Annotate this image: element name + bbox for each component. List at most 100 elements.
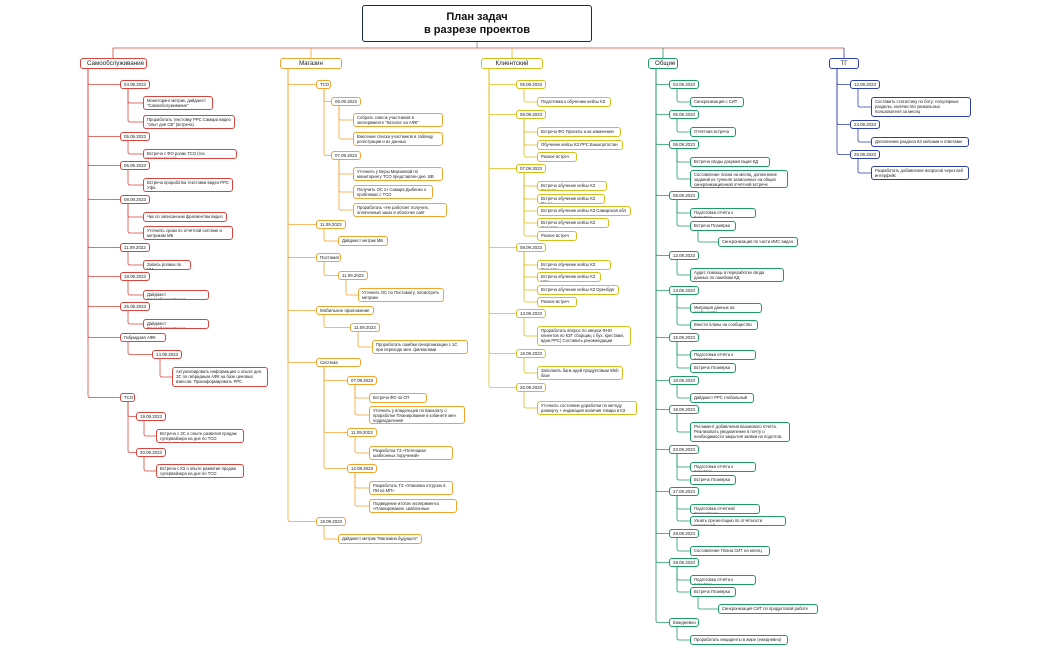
task-node[interactable]: Подготовка отчёта к планёрке	[690, 350, 756, 360]
group-node[interactable]: ТСО	[316, 80, 331, 89]
date-node[interactable]: 07.09.2023	[347, 376, 377, 385]
task-node[interactable]: Встреча своды документация КД	[690, 157, 770, 167]
date-node[interactable]: 15.09.2023	[669, 333, 699, 342]
task-node[interactable]: Синхронизация СИТ по продуктовой работе	[718, 604, 818, 614]
task-node[interactable]: Получить ОС от Самара Дыбенко о проблема…	[353, 185, 433, 199]
date-node[interactable]: 05.09.2023	[669, 110, 699, 119]
task-node[interactable]: Подготовка отчёта к планёрке	[690, 575, 756, 585]
date-node[interactable]: 12.09.2023	[347, 464, 377, 473]
task-node[interactable]: Уточнить у Веры Мирзоевой по мониторингу…	[353, 167, 443, 181]
date-node[interactable]: 18.09.2023	[316, 517, 346, 526]
date-node[interactable]: 25.09.2023	[120, 302, 150, 311]
task-node[interactable]: Составление плана на месяц, дополнение з…	[690, 170, 788, 188]
date-node[interactable]: 08.09.2023	[120, 195, 150, 204]
task-node[interactable]: Дайджест метрик "Магазина будущего"	[338, 534, 422, 544]
task-node[interactable]: Синхронизация с СИТ	[690, 97, 744, 107]
task-node[interactable]: Встреча ФО Проекты и их изменения	[537, 127, 621, 137]
date-node[interactable]: 20.09.2023	[516, 383, 546, 392]
task-node[interactable]: Подготовка отчёта к планёрке	[690, 462, 756, 472]
date-node[interactable]: 18.09.2023	[516, 349, 546, 358]
task-node[interactable]: Аудит, помощь в переработке свода данных…	[690, 268, 784, 282]
branch-magazin-budushchego[interactable]: Магазин будущего	[280, 58, 342, 69]
task-node[interactable]: Встреча ФО по СП	[369, 393, 427, 403]
group-node[interactable]: Гибридная АФК КСС	[120, 333, 166, 342]
task-node[interactable]: Мониторинг метрик, дайджест "Самообслужи…	[143, 96, 213, 110]
task-node[interactable]: Заполнить банк идей продуктовым Web базе	[537, 366, 623, 380]
task-node[interactable]: Встреча с ФО ролик ТСО (тех рекомендации…	[143, 149, 237, 159]
date-node[interactable]: 11.09.2023	[338, 271, 368, 280]
task-node[interactable]: Встреча обучение кейсы КЗ Тольятти	[537, 260, 611, 270]
task-node[interactable]: Уточнить у владельцев по Бакалату о прор…	[369, 406, 465, 424]
task-node[interactable]: Внесение списка участников в таблицу рег…	[353, 132, 443, 146]
task-node[interactable]: Запись ролика по УМ	[143, 260, 191, 270]
task-node[interactable]: Чек по записанным фрагментам видео	[143, 212, 227, 222]
task-node[interactable]: Дайджест метрик МБ	[338, 236, 388, 246]
task-node[interactable]: Составление Плана СИТ на месяц	[690, 546, 770, 556]
task-node[interactable]: Разное встреч	[537, 297, 577, 307]
root-node[interactable]: План задач в разрезе проектов	[362, 5, 592, 42]
task-node[interactable]: Встреча обучение кейсы КЗ Саратов	[537, 218, 609, 228]
task-node[interactable]: Миграция данных на сообщество	[690, 303, 762, 313]
task-node[interactable]: Дайджест Самообслуживания	[143, 319, 209, 329]
date-node[interactable]: 11.09.2023	[350, 323, 380, 332]
date-node[interactable]: 26.09.2023	[850, 150, 880, 159]
task-node[interactable]: Проработать инциденты в жире (ежедневно)	[690, 635, 788, 645]
task-node[interactable]: Узнать презентацию по отчётности карманн…	[690, 516, 786, 526]
date-node[interactable]: 05.09.2023	[120, 132, 150, 141]
task-node[interactable]: Проработать вопрос по оверси ФНО клиенто…	[537, 326, 631, 346]
date-node[interactable]: 06.09.2023	[669, 140, 699, 149]
task-node[interactable]: Синхронизация по части ИИС видео	[718, 237, 798, 247]
branch-klientskiy-zakaz[interactable]: Клиентский заказ	[481, 58, 543, 69]
task-node[interactable]: Встреча обучение кейсы КЗ Оренбург	[537, 285, 619, 295]
task-node[interactable]: Дайджест Самообслуживания	[143, 290, 209, 300]
date-node[interactable]: 06.09.2023	[516, 110, 546, 119]
date-node[interactable]: 22.09.2023	[669, 445, 699, 454]
task-node[interactable]: Встреча Планёрка	[690, 221, 736, 231]
task-node[interactable]: Актуализировать информацию о опыте дня. …	[172, 367, 268, 387]
task-node[interactable]: Отчётная встреча	[690, 127, 736, 137]
task-node[interactable]: Подведение итогов эксперимента «Планиров…	[369, 499, 457, 513]
task-node[interactable]: Встреча проработка текстовки видео РРС У…	[143, 178, 233, 192]
date-node[interactable]: 05.09.2023	[516, 80, 546, 89]
task-node[interactable]: Встреча обучение кейсы КЗ Самара	[537, 181, 607, 191]
date-node[interactable]: 07.09.2023	[331, 151, 361, 160]
task-node[interactable]: Разработка ТЗ «Потенциал шаблонных поруч…	[369, 446, 453, 460]
date-node[interactable]: 04.09.2023	[669, 80, 699, 89]
date-node[interactable]: 28.09.2023	[669, 529, 699, 538]
task-node[interactable]: Встреча обучение кейсы КЗ Самарская обл	[537, 206, 631, 216]
date-node[interactable]: 06.09.2023	[120, 161, 150, 170]
task-node[interactable]: Разработать добавление вопросов через ве…	[871, 166, 969, 180]
date-node[interactable]: 12.09.2023	[850, 80, 880, 89]
date-node[interactable]: 05.09.2023	[331, 97, 361, 106]
group-node[interactable]: Система поручений	[316, 358, 361, 367]
task-node[interactable]: Дополнение раздела КЗ кейсами и ответами	[871, 137, 969, 147]
task-node[interactable]: Подготовка отчётной презентации	[690, 504, 760, 514]
task-node[interactable]: Составить статистику по боту: популярные…	[871, 97, 971, 117]
task-node[interactable]: Проработать ошибки синхронизации с 1С пр…	[372, 340, 468, 354]
task-node[interactable]: Разное встреч	[537, 152, 577, 162]
group-node[interactable]: ТСО	[120, 393, 135, 402]
date-node[interactable]: 11.09.2023	[120, 243, 150, 252]
branch-tg-bot[interactable]: ТГ Бот	[829, 58, 859, 69]
date-node[interactable]: 18.09.2023	[120, 272, 150, 281]
task-node[interactable]: Внести планы на сообщество	[690, 320, 758, 330]
date-node[interactable]: 19.09.2023	[136, 412, 166, 421]
date-node[interactable]: 13.09.2023	[669, 286, 699, 295]
date-node[interactable]: 24.09.2023	[850, 120, 880, 129]
date-node[interactable]: 14.09.2023	[152, 350, 182, 359]
date-node[interactable]: 12.09.2023	[669, 251, 699, 260]
date-node[interactable]: 29.09.2023	[669, 558, 699, 567]
task-node[interactable]: Разное встреч	[537, 231, 577, 241]
task-node[interactable]: Встреча Планёрка	[690, 475, 736, 485]
task-node[interactable]: Разработать ТЗ «Упаковка отгрузок в ПИ и…	[369, 481, 453, 495]
date-node[interactable]: 27.09.2023	[669, 487, 699, 496]
branch-obshie[interactable]: Общие	[648, 58, 678, 69]
task-node[interactable]: Проработать «Не работает получить оплаче…	[353, 203, 447, 217]
task-node[interactable]: Уточнить состояние доработки по методу р…	[537, 401, 637, 415]
task-node[interactable]: Встреча с КЗ о опыте развития продаж суп…	[156, 464, 244, 478]
date-node[interactable]: 18.09.2023	[669, 376, 699, 385]
task-node[interactable]: Уточнить ОС по Постамату, посмотреть мет…	[358, 288, 444, 302]
date-node[interactable]: Ежедневно	[669, 618, 699, 627]
task-node[interactable]: Регламент добавления вазанового отчёта. …	[690, 422, 790, 442]
task-node[interactable]: Встреча обучение кейсы КЗ Уфа	[537, 272, 601, 282]
